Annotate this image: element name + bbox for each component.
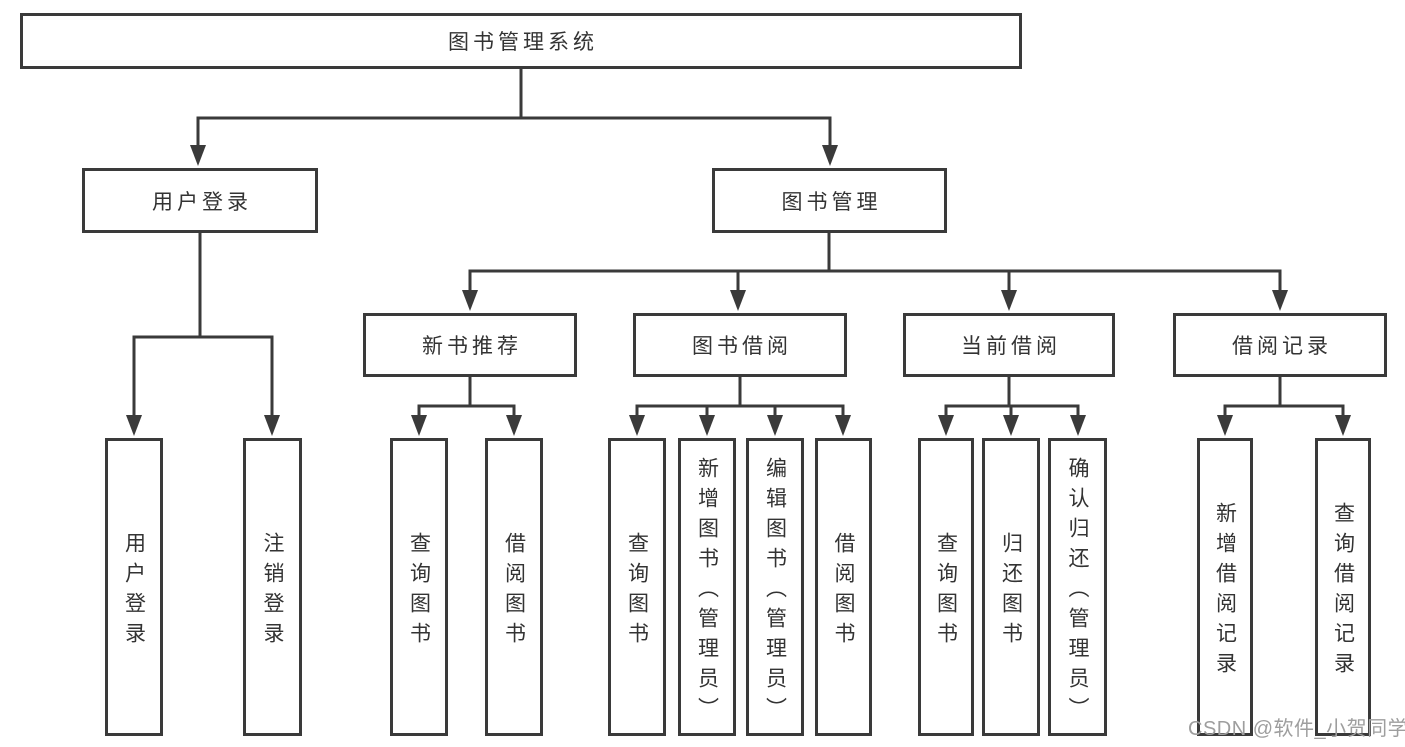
- leaf-borrow-books-recommend: 借阅图书: [485, 438, 543, 736]
- leaf-confirm-return-admin: 确认归还（管理员）: [1048, 438, 1107, 736]
- leaf-user-login: 用户登录: [105, 438, 163, 736]
- node-label: 确认归还（管理员）: [1066, 456, 1089, 727]
- arrow-down-icon: [264, 415, 280, 436]
- arrow-down-icon: [126, 415, 142, 436]
- arrow-down-icon: [938, 415, 954, 436]
- node-book-management: 图书管理: [712, 168, 947, 233]
- node-label: 查询借阅记录: [1331, 501, 1355, 682]
- node-library-management-system: 图书管理系统: [20, 13, 1022, 69]
- node-label: 新增图书（管理员）: [695, 456, 719, 727]
- node-label: 借阅记录: [1232, 335, 1332, 358]
- arrow-down-icon: [822, 145, 838, 166]
- node-label: 用户登录: [152, 190, 252, 214]
- connector-borrow-records: [1217, 377, 1351, 436]
- arrow-down-icon: [730, 290, 746, 311]
- arrow-down-icon: [506, 415, 522, 436]
- arrow-down-icon: [629, 415, 645, 436]
- leaf-query-books-borrowing: 查询图书: [608, 438, 666, 736]
- arrow-down-icon: [190, 145, 206, 166]
- node-label: 编辑图书（管理员）: [763, 456, 787, 727]
- node-label: 当前借阅: [961, 335, 1061, 358]
- watermark: CSDN @软件_小贺同学: [1188, 718, 1405, 740]
- node-label: 图书借阅: [692, 335, 792, 358]
- arrow-down-icon: [462, 290, 478, 311]
- connector-book-management: [462, 233, 1288, 311]
- node-label: 新书推荐: [422, 335, 522, 358]
- arrow-down-icon: [1217, 415, 1233, 436]
- arrow-down-icon: [835, 415, 851, 436]
- node-label: 借阅图书: [502, 531, 526, 652]
- node-current-borrowing: 当前借阅: [903, 313, 1115, 377]
- arrow-down-icon: [1335, 415, 1351, 436]
- arrow-down-icon: [1001, 290, 1017, 311]
- leaf-query-books-recommend: 查询图书: [390, 438, 448, 736]
- node-label: 图书管理系统: [448, 31, 598, 54]
- node-label: 借阅图书: [832, 531, 855, 652]
- node-borrowing-records: 借阅记录: [1173, 313, 1387, 377]
- node-label: 查询图书: [625, 531, 649, 652]
- arrow-down-icon: [1003, 415, 1019, 436]
- node-label: 用户登录: [122, 531, 146, 652]
- node-label: 图书管理: [781, 190, 882, 214]
- connector-book-borrow: [629, 377, 851, 436]
- connector-root: [190, 69, 838, 166]
- node-book-borrowing: 图书借阅: [633, 313, 847, 377]
- leaf-add-borrow-record: 新增借阅记录: [1197, 438, 1253, 736]
- leaf-edit-book-admin: 编辑图书（管理员）: [746, 438, 804, 736]
- arrow-down-icon: [699, 415, 715, 436]
- connector-new-book: [411, 377, 522, 436]
- leaf-add-book-admin: 新增图书（管理员）: [678, 438, 736, 736]
- arrow-down-icon: [1070, 415, 1086, 436]
- leaf-query-books-current: 查询图书: [918, 438, 974, 736]
- node-label: 查询图书: [407, 531, 431, 652]
- leaf-query-borrow-record: 查询借阅记录: [1315, 438, 1371, 736]
- connector-user-login: [126, 233, 280, 436]
- leaf-borrow-books-borrowing: 借阅图书: [815, 438, 872, 736]
- node-label: 归还图书: [999, 531, 1023, 652]
- leaf-return-book: 归还图书: [982, 438, 1040, 736]
- arrow-down-icon: [411, 415, 427, 436]
- node-label: 注销登录: [261, 531, 284, 652]
- connector-current-borrow: [938, 377, 1086, 436]
- node-user-login: 用户登录: [82, 168, 318, 233]
- leaf-logout: 注销登录: [243, 438, 302, 736]
- node-new-book-recommendation: 新书推荐: [363, 313, 577, 377]
- arrow-down-icon: [1272, 290, 1288, 311]
- arrow-down-icon: [767, 415, 783, 436]
- node-label: 新增借阅记录: [1213, 501, 1237, 682]
- node-label: 查询图书: [934, 531, 958, 652]
